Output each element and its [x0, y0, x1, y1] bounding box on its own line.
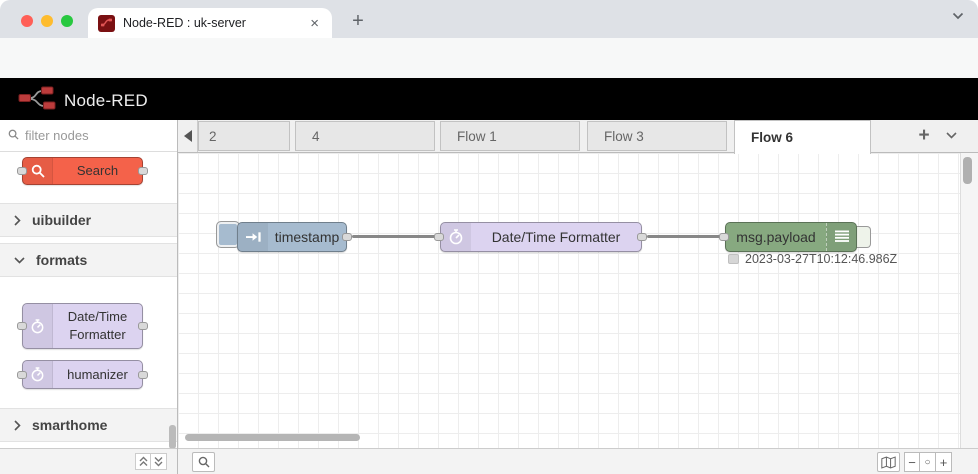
chevron-right-icon: [14, 214, 21, 226]
window-close-button[interactable]: [21, 15, 33, 27]
debug-toggle-button[interactable]: [856, 226, 871, 248]
wire[interactable]: [352, 235, 440, 238]
inject-icon: [238, 223, 268, 251]
navigator-icon[interactable]: [877, 452, 900, 472]
node-datetime-formatter[interactable]: Date/Time Formatter: [440, 222, 642, 252]
node-label: msg.payload: [736, 229, 816, 245]
zoom-controls: − ○ +: [904, 452, 952, 472]
expand-all-icon[interactable]: [151, 453, 167, 470]
node-msg-payload[interactable]: msg.payload: [725, 222, 857, 252]
zoom-out-button[interactable]: −: [904, 452, 920, 472]
flow-tab-flow3[interactable]: Flow 3: [587, 121, 727, 151]
output-port[interactable]: [342, 233, 352, 241]
zoom-reset-button[interactable]: ○: [920, 452, 936, 472]
chevron-down-icon: [14, 256, 25, 264]
wire[interactable]: [647, 235, 721, 238]
port[interactable]: [17, 371, 27, 379]
flow-tabbar: 2 4 Flow 1 Flow 3 Flow 6 +: [178, 120, 978, 154]
app-title: Node-RED: [64, 91, 148, 110]
port[interactable]: [17, 322, 27, 330]
tab-search-icon[interactable]: [952, 12, 964, 20]
nodered-favicon: [98, 14, 115, 32]
nodered-logo-icon: [18, 86, 56, 116]
flow-tab-label: Flow 1: [457, 128, 497, 144]
debug-icon: [826, 223, 856, 251]
flow-tab-4[interactable]: 4: [295, 121, 435, 151]
node-label: Date/Time Formatter: [491, 229, 621, 245]
canvas-search-button[interactable]: [192, 452, 215, 472]
palette-node-datetime-formatter[interactable]: Date/Time Formatter: [22, 303, 143, 349]
palette-category-formats[interactable]: formats: [0, 243, 177, 277]
window-minimize-button[interactable]: [41, 15, 53, 27]
tab-close-icon[interactable]: ×: [310, 14, 319, 32]
new-tab-button[interactable]: +: [352, 9, 364, 32]
flow-tab-label: Flow 6: [751, 130, 794, 145]
browser-tab-title: Node-RED : uk-server: [123, 16, 246, 30]
flow-tab-flow1[interactable]: Flow 1: [440, 121, 580, 151]
node-label: timestamp: [274, 229, 340, 245]
port[interactable]: [138, 167, 148, 175]
port[interactable]: [138, 371, 148, 379]
palette-node-label-line: Formatter: [69, 327, 126, 342]
node-status-text: 2023-03-27T10:12:46.986Z: [745, 252, 898, 266]
canvas-footer: − ○ +: [178, 448, 978, 474]
browser-tabstrip: Node-RED : uk-server × +: [0, 0, 978, 38]
palette-filter-input[interactable]: [25, 128, 155, 143]
port[interactable]: [17, 167, 27, 175]
input-port[interactable]: [434, 233, 444, 241]
browser-tab[interactable]: Node-RED : uk-server ×: [88, 8, 332, 38]
window-maximize-button[interactable]: [61, 15, 73, 27]
palette-scrollbar[interactable]: [169, 425, 176, 449]
nodered-header: Node-RED Deploy: [0, 78, 978, 192]
timer-icon: [441, 223, 471, 251]
timer-icon: [23, 304, 53, 348]
zoom-in-button[interactable]: +: [936, 452, 952, 472]
port[interactable]: [138, 322, 148, 330]
canvas-horizontal-scrollbar[interactable]: [185, 434, 360, 441]
search-icon: [8, 127, 19, 145]
node-status-icon: [728, 254, 739, 264]
palette-footer: [0, 448, 177, 474]
category-label: formats: [36, 252, 88, 268]
flow-tab-label: Flow 3: [604, 128, 644, 144]
flow-tab-label: 4: [312, 128, 320, 144]
collapse-all-icon[interactable]: [135, 453, 151, 470]
scrollbar-thumb[interactable]: [963, 157, 972, 184]
input-port[interactable]: [719, 233, 729, 241]
add-flow-button[interactable]: +: [918, 125, 930, 146]
scroll-left-icon: [183, 130, 192, 142]
flow-canvas[interactable]: timestamp Date/Time Formatter msg.payloa…: [178, 153, 960, 448]
flow-tab-2[interactable]: 2: [198, 121, 290, 151]
category-label: uibuilder: [32, 212, 92, 228]
palette-category-smarthome[interactable]: smarthome: [0, 408, 177, 442]
palette-node-label-line: Date/Time: [67, 309, 128, 325]
palette-category-uibuilder[interactable]: uibuilder: [0, 203, 177, 237]
flow-tab-label: 2: [209, 128, 217, 144]
canvas-vertical-scrollbar[interactable]: [960, 153, 978, 448]
palette-node-humanizer[interactable]: humanizer: [22, 360, 143, 389]
flow-list-icon[interactable]: [946, 132, 957, 139]
nodered-brand: Node-RED: [18, 86, 148, 116]
output-port[interactable]: [637, 233, 647, 241]
palette-filter: [0, 120, 177, 152]
node-timestamp[interactable]: timestamp: [237, 222, 347, 252]
palette-node-search[interactable]: Search: [22, 157, 143, 185]
palette-node-label: humanizer: [67, 366, 128, 382]
palette-node-label: Search: [76, 163, 119, 179]
palette-sidebar: Search uibuilder formats: [0, 120, 178, 474]
search-node-icon: [23, 158, 53, 184]
category-label: smarthome: [32, 417, 108, 433]
palette-body: Search uibuilder formats: [0, 152, 177, 448]
tab-scroll-left-button[interactable]: [178, 120, 198, 152]
timer-icon: [23, 361, 53, 388]
browser-toolbar: ← → ⚠ Not Secure uk-server:2718 /#flow/c…: [0, 38, 978, 110]
chevron-right-icon: [14, 419, 21, 431]
flow-tab-flow6[interactable]: Flow 6: [734, 120, 871, 154]
